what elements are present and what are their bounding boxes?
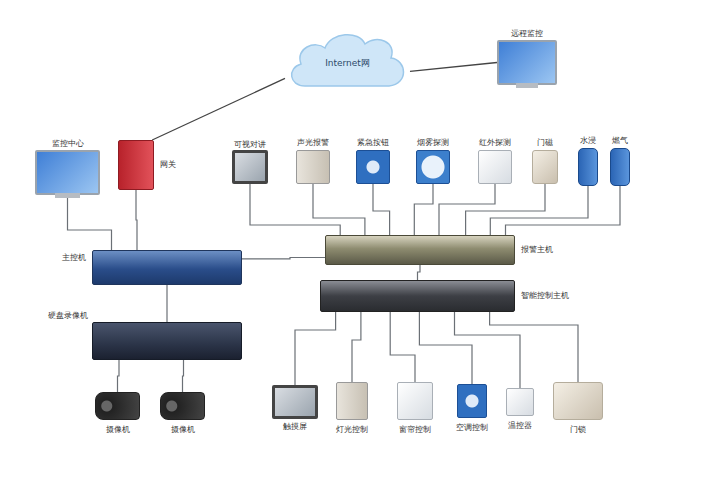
network-cable [418, 265, 421, 280]
device-label: 燃气 [611, 136, 629, 146]
device-label: 监控中心 [51, 139, 85, 149]
device-label: 灯光控制 [335, 425, 369, 435]
network-cable [166, 285, 167, 322]
device-label: 紧急按钮 [356, 138, 390, 148]
network-cable [250, 184, 340, 235]
device-box: 网关 [118, 140, 154, 190]
network-cable [242, 258, 325, 259]
network-cable [183, 360, 184, 392]
device-box: 空调控制 [457, 384, 487, 418]
device-box: 主控机 [92, 250, 242, 285]
device-label: Internet网 [324, 58, 371, 68]
device-label: 门磁 [536, 138, 554, 148]
device-box: 温控器 [506, 388, 534, 416]
device-box: 声光报警 [296, 150, 330, 184]
network-cable [506, 186, 621, 235]
network-cable [295, 312, 336, 385]
network-cable [118, 360, 120, 392]
device-label: 网关 [159, 160, 177, 170]
device-label: 摄像机 [105, 425, 131, 435]
device-box: 智能控制主机 [320, 280, 515, 312]
device-box: 窗帘控制 [397, 382, 433, 420]
device-label: 烟雾探测 [416, 138, 450, 148]
network-cable [490, 312, 578, 382]
device-box: 可视对讲 [232, 150, 268, 184]
device-label: 温控器 [507, 421, 533, 431]
network-cable [390, 312, 415, 382]
network-cable [152, 78, 285, 140]
device-label: 报警主机 [520, 245, 554, 255]
device-label: 硬盘录像机 [47, 311, 89, 321]
device-box: 监控中心 [35, 150, 100, 195]
device-box: 紧急按钮 [356, 150, 390, 184]
network-cable [68, 195, 112, 250]
device-box: 水浸 [578, 148, 598, 186]
network-cable [136, 190, 137, 250]
network-cable [439, 184, 495, 235]
device-box: 摄像机 [160, 392, 205, 420]
cloud-shape: Internet网 [285, 28, 410, 98]
device-box: 报警主机 [325, 235, 515, 265]
device-box: 燃气 [610, 148, 630, 186]
device-label: 水浸 [579, 136, 597, 146]
network-cable [419, 312, 472, 384]
device-label: 空调控制 [455, 423, 489, 433]
device-box: 门磁 [532, 150, 558, 184]
device-box: 门锁 [553, 382, 603, 420]
device-label: 可视对讲 [233, 140, 267, 150]
device-label: 红外探测 [478, 138, 512, 148]
device-box: 硬盘录像机 [92, 322, 242, 360]
network-cable [373, 184, 390, 235]
device-label: 门锁 [569, 425, 587, 435]
device-box: 触摸屏 [272, 385, 318, 419]
device-label: 远程监控 [510, 29, 544, 39]
device-label: 窗帘控制 [398, 425, 432, 435]
cloud-path [292, 35, 404, 86]
network-cable [352, 312, 361, 382]
device-box: 红外探测 [478, 150, 512, 184]
network-cable [414, 184, 433, 235]
device-label: 摄像机 [170, 425, 196, 435]
device-label: 触摸屏 [282, 422, 308, 432]
device-label: 智能控制主机 [520, 291, 570, 301]
device-box: 灯光控制 [336, 382, 368, 420]
device-label: 主控机 [61, 253, 87, 263]
device-box: 摄像机 [95, 392, 140, 420]
network-cable [410, 63, 497, 72]
network-cable [313, 184, 365, 235]
device-box: 远程监控 [497, 40, 557, 85]
device-label: 声光报警 [296, 138, 330, 148]
device-box: 烟雾探测 [416, 150, 450, 184]
network-cable [455, 312, 521, 388]
